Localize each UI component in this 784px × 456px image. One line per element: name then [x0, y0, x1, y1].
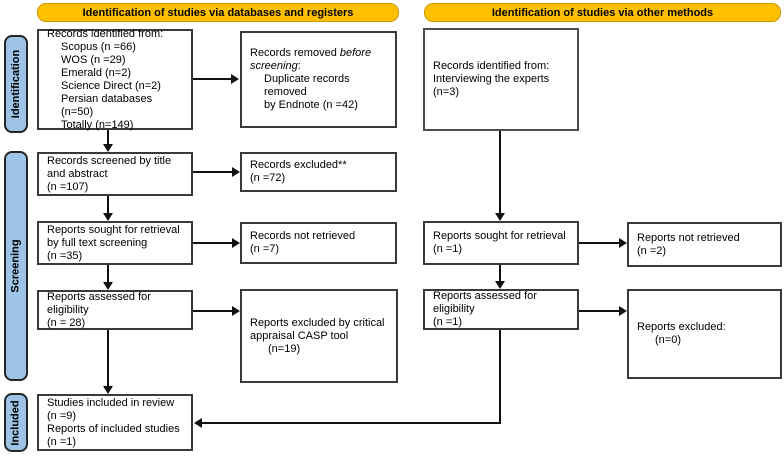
stage-screening-label: Screening — [10, 239, 22, 293]
box-records-identified-other: Records identified from: Interviewing th… — [423, 28, 579, 131]
arrow-sought-to-assessed-line — [107, 265, 109, 283]
box-reports-assessed-databases: Reports assessed for eligibility (n = 28… — [37, 290, 193, 330]
arrow-identified-to-removed-line — [193, 78, 232, 80]
header-other-label: Identification of studies via other meth… — [491, 6, 714, 19]
arrow-other-sought-to-assessed-head — [495, 281, 505, 289]
arrow-other-identified-to-sought-line — [499, 131, 501, 214]
stage-included-label: Included — [10, 399, 23, 446]
arrow-identified-to-removed-head — [231, 74, 239, 84]
records-removed-detail: Duplicate records removed by Endnote (n … — [264, 73, 358, 111]
arrow-screened-to-excluded-head — [232, 167, 240, 177]
stage-identification: Identification — [4, 35, 28, 133]
arrow-screened-to-sought-line — [107, 196, 109, 214]
stage-included: Included — [4, 393, 28, 452]
arrow-sought-to-notretrieved-line — [193, 242, 233, 244]
arrow-sought-to-notretrieved-head — [232, 238, 240, 248]
arrow-other-identified-to-sought-head — [495, 213, 505, 221]
box-studies-included: Studies included in review (n =9) Report… — [37, 394, 193, 451]
casp-excluded-count: (n=19) — [268, 342, 301, 355]
box-reports-excluded-casp: Reports excluded by critical appraisal C… — [240, 289, 398, 383]
box-records-screened: Records screened by title and abstract (… — [37, 152, 193, 196]
records-identified-title: Records identified from: — [47, 27, 164, 40]
box-reports-excluded-other: Reports excluded: (n=0) — [627, 289, 782, 379]
box-records-not-retrieved: Records not retrieved (n =7) — [240, 222, 397, 264]
arrow-screened-to-excluded-line — [193, 171, 233, 173]
box-reports-sought-databases: Reports sought for retrieval by full tex… — [37, 221, 193, 265]
arrow-assessed-to-included-head — [103, 386, 113, 394]
box-records-identified-databases: Records identified from: Scopus (n =66) … — [37, 27, 193, 131]
header-other-methods: Identification of studies via other meth… — [424, 3, 781, 22]
box-reports-sought-other: Reports sought for retrieval (n =1) — [423, 221, 579, 265]
header-databases-registers: Identification of studies via databases … — [37, 3, 399, 22]
arrow-assessed-to-casp-head — [232, 306, 240, 316]
arrow-other-sought-to-notretrieved-head — [619, 238, 627, 248]
records-removed-heading: Records removed before screening: — [250, 47, 372, 72]
casp-excluded-text: Reports excluded by critical appraisal C… — [250, 316, 385, 342]
header-databases-label: Identification of studies via databases … — [82, 6, 354, 19]
arrow-identified-to-screened-head — [103, 144, 113, 152]
connector-other-to-included-vertical — [499, 330, 501, 424]
box-reports-not-retrieved-other: Reports not retrieved (n =2) — [627, 222, 782, 267]
stage-identification-label: Identification — [10, 49, 23, 119]
records-identified-sources: Scopus (n =66) WOS (n =29) Emerald (n=2)… — [61, 40, 161, 131]
reports-excluded-other-count: (n=0) — [655, 334, 681, 346]
arrow-assessed-to-casp-line — [193, 310, 233, 312]
arrow-screened-to-sought-head — [103, 213, 113, 221]
arrow-other-assessed-to-excluded-head — [619, 306, 627, 316]
box-records-excluded: Records excluded** (n =72) — [240, 152, 397, 192]
arrow-other-sought-to-notretrieved-line — [579, 242, 620, 244]
arrow-sought-to-assessed-head — [103, 282, 113, 290]
box-records-removed: Records removed before screening: Duplic… — [240, 31, 397, 128]
box-reports-assessed-other: Reports assessed for eligibility (n =1) — [423, 289, 579, 330]
stage-screening: Screening — [4, 151, 28, 381]
connector-other-to-included-horizontal — [202, 422, 501, 424]
arrow-identified-to-screened-line — [107, 130, 109, 145]
arrow-other-assessed-to-excluded-line — [579, 310, 620, 312]
arrow-other-sought-to-assessed-line — [499, 265, 501, 282]
connector-other-to-included-head — [194, 418, 202, 428]
reports-excluded-other-text: Reports excluded: — [637, 321, 726, 333]
arrow-assessed-to-included-line — [107, 330, 109, 387]
